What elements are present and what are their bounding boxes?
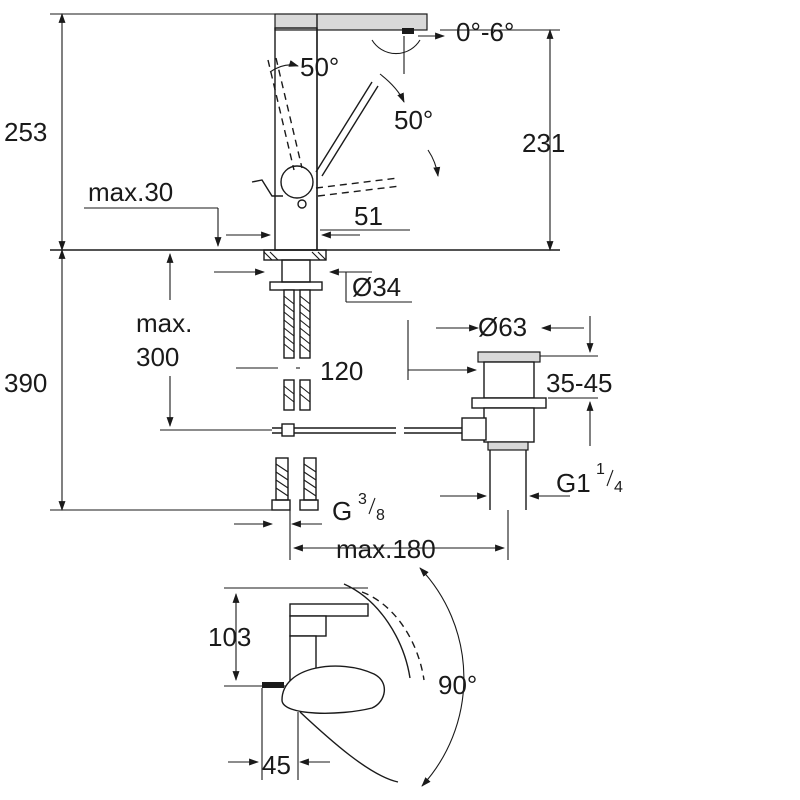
svg-text:1: 1 — [596, 461, 605, 478]
hole-diameter-label: Ø34 — [352, 272, 401, 302]
waste-range-label: 35-45 — [546, 368, 613, 398]
spout-height-label: 231 — [522, 128, 565, 158]
supply-hoses — [271, 289, 319, 511]
max-deck-thickness-label: max.30 — [88, 177, 173, 207]
waste-thread-label: G1 1 4 — [556, 461, 623, 498]
lever-angle-right-label: 50° — [394, 105, 433, 135]
connection-thread-label: G 3 8 — [332, 491, 385, 526]
svg-text:4: 4 — [614, 479, 623, 496]
waste-diameter-label: Ø63 — [478, 312, 527, 342]
svg-text:3: 3 — [358, 491, 367, 508]
max-label: max. — [136, 308, 192, 338]
tilt-angle-label: 0°-6° — [456, 17, 514, 47]
svg-text:8: 8 — [376, 507, 385, 524]
top-view-offset-label: 45 — [262, 750, 291, 780]
waste-valve — [461, 351, 547, 510]
svg-text:G1: G1 — [556, 468, 591, 498]
top-view — [224, 567, 465, 787]
spout-width-label: 51 — [354, 201, 383, 231]
pop-up-rod — [160, 423, 462, 437]
top-view-depth-label: 103 — [208, 622, 251, 652]
mounting-assembly — [263, 249, 327, 291]
max-value-label: 300 — [136, 342, 179, 372]
swivel-angle-label: 90° — [438, 670, 477, 700]
svg-text:G: G — [332, 496, 352, 526]
below-height-label: 390 — [4, 368, 47, 398]
hose-length-label: 120 — [320, 356, 363, 386]
total-height-label: 253 — [4, 117, 47, 147]
lever-angle-left-label: 50° — [300, 52, 339, 82]
max-reach-label: max.180 — [336, 534, 436, 564]
faucet-body — [251, 13, 428, 251]
